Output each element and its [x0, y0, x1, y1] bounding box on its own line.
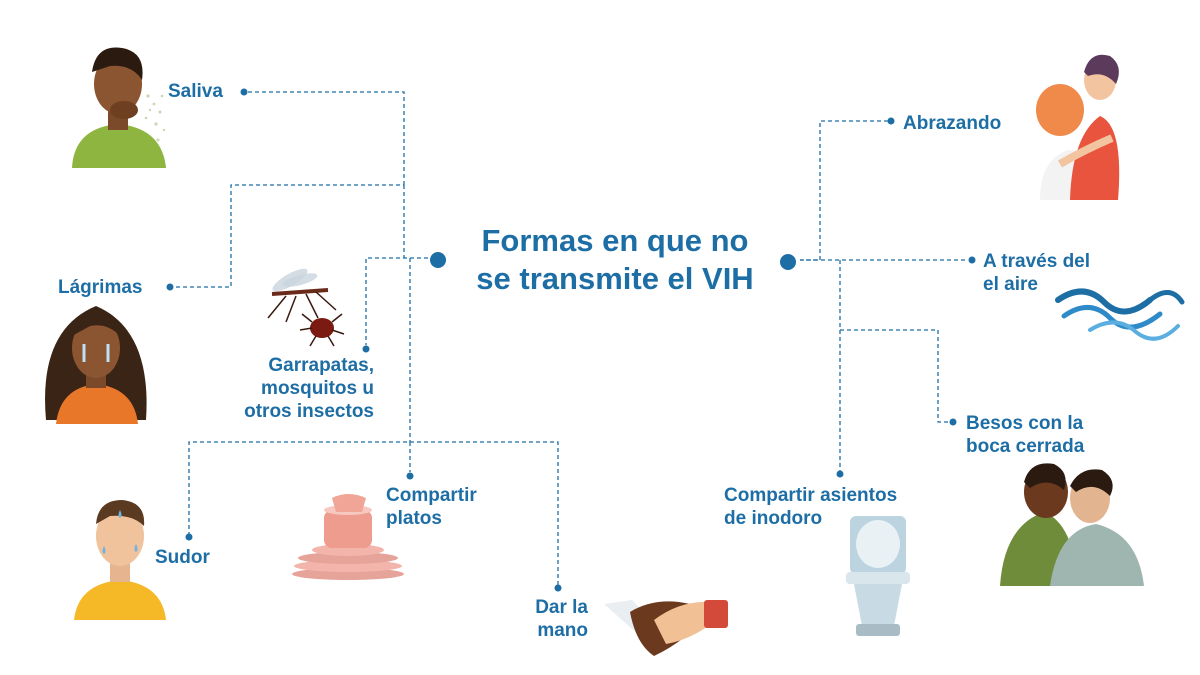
crying-woman-icon	[45, 306, 147, 424]
label-besos: Besos con la boca cerrada	[966, 413, 1085, 457]
stacked-dishes-icon	[292, 494, 404, 580]
dot-aire	[968, 256, 976, 264]
dot-inodoro	[836, 470, 844, 478]
label-sudor: Sudor	[155, 547, 210, 568]
connector-lagrimas	[176, 184, 404, 288]
label-aire: A través del el aire	[983, 251, 1091, 295]
label-lagrimas: Lágrimas	[58, 277, 143, 298]
label-abrazando: Abrazando	[903, 113, 1002, 134]
air-wave-icon	[1055, 288, 1185, 341]
connector-abrazando	[800, 120, 888, 261]
sneezing-person-icon	[72, 47, 166, 168]
kissing-couple-icon	[1000, 463, 1144, 586]
connector-sudor	[188, 441, 559, 585]
toilet-icon	[846, 516, 910, 636]
connector-insectos	[365, 257, 428, 345]
mosquito-tick-icon	[267, 268, 345, 347]
label-insectos: Garrapatas, mosquitos u otros insectos	[244, 355, 374, 422]
label-saliva: Saliva	[168, 81, 223, 102]
dot-besos	[949, 418, 957, 426]
handshake-icon	[604, 600, 728, 656]
dot-platos	[406, 472, 414, 480]
dot-lagrimas	[166, 283, 174, 291]
diagram-title: Formas en que no se transmite el VIH	[476, 223, 754, 296]
label-platos: Compartir platos	[386, 485, 477, 529]
connector-saliva	[248, 91, 405, 185]
dot-center-left	[430, 252, 446, 268]
hugging-couple-icon	[1036, 54, 1120, 200]
dot-insectos	[362, 345, 370, 353]
label-inodoro: Compartir asientos de inodoro	[724, 485, 898, 529]
sweating-person-icon	[74, 500, 166, 620]
dot-center-right	[780, 254, 796, 270]
connector-besos	[840, 329, 948, 423]
dot-abrazando	[887, 117, 895, 125]
label-mano: Dar la mano	[535, 597, 588, 641]
dot-sudor	[185, 533, 193, 541]
dot-saliva	[240, 88, 248, 96]
dot-mano	[554, 584, 562, 592]
